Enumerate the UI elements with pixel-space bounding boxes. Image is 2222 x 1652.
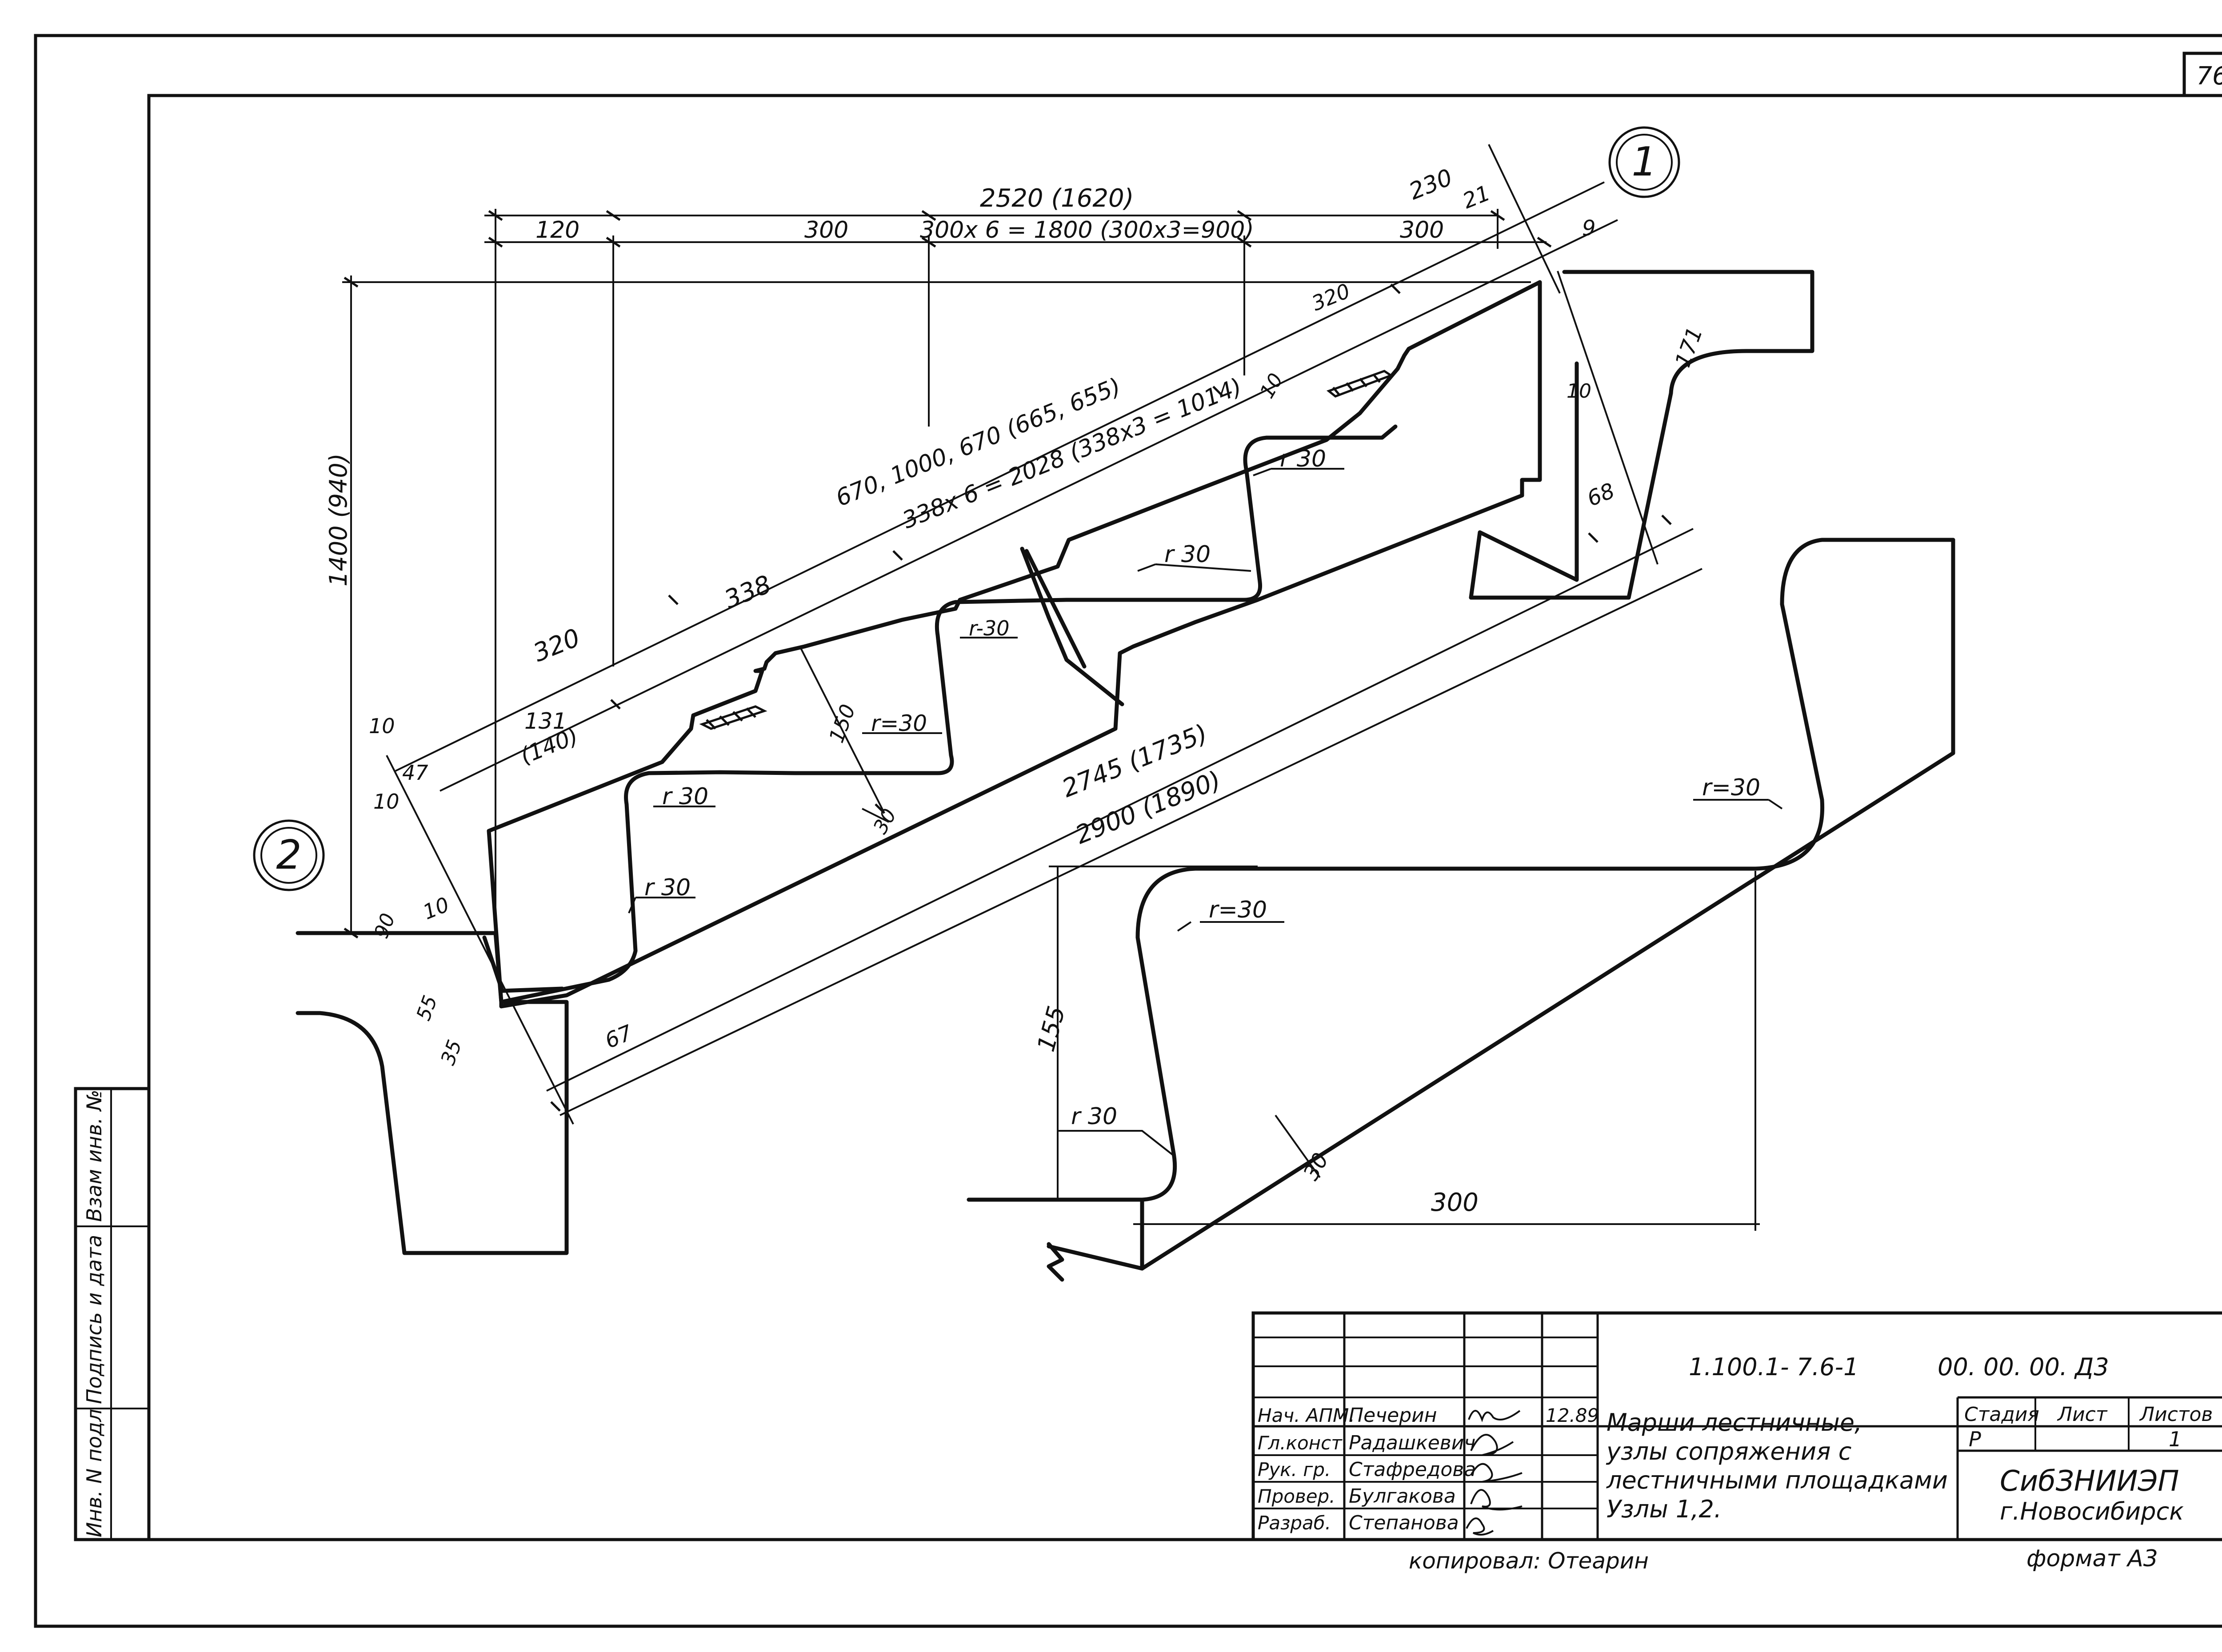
dim-338: 338 — [720, 570, 775, 615]
name-1: Печерин — [1349, 1404, 1437, 1427]
dim-r30-6: r 30 — [1164, 541, 1211, 568]
dim-320-left: 320 — [529, 623, 584, 668]
role-4: Провер. — [1258, 1485, 1335, 1507]
dim-68: 68 — [1584, 478, 1619, 511]
title-line-4: Узлы 1,2. — [1607, 1495, 1722, 1523]
dim-r30-3: r-30 — [969, 616, 1010, 640]
name-4: Булгакова — [1349, 1485, 1456, 1508]
dim-top-120: 120 — [536, 217, 579, 243]
role-3: Рук. гр. — [1258, 1459, 1331, 1480]
side-stamp-sign: Подпись и дата — [82, 1235, 106, 1404]
detail-r30-b: r=30 — [1702, 774, 1760, 801]
detail-outline — [967, 538, 1955, 1271]
name-5: Степанова — [1349, 1512, 1459, 1534]
page-number: 76 — [2196, 62, 2222, 91]
role-1: Нач. АПМ. — [1258, 1405, 1355, 1426]
dimension-lines — [342, 144, 1702, 1125]
stage-value: Р — [1969, 1427, 1981, 1451]
break-line-1 — [1020, 547, 1124, 706]
dim-ticks — [344, 210, 1672, 1112]
dim-131: 131 — [524, 708, 567, 734]
page-number-box: 76 — [2182, 52, 2222, 97]
name-3: Стафредова — [1349, 1458, 1476, 1481]
break-line-2 — [1024, 549, 1087, 669]
title-line-3: лестничными площадками — [1606, 1466, 1948, 1494]
dim-30-a: 30 — [869, 805, 901, 838]
dim-90: 90 — [370, 910, 400, 942]
side-stamp-replace: Взам инв. № — [82, 1089, 106, 1222]
title-block: 1.100.1- 7.6-1 00. 00. 00. Д3 Марши лест… — [1251, 1311, 2222, 1541]
detail-r30-c: r 30 — [1071, 1103, 1117, 1130]
title-line-1: Марши лестничные, — [1607, 1409, 1862, 1437]
org-city: г.Новосибирск — [2000, 1497, 2184, 1525]
node-1-marker: 1 — [1608, 126, 1680, 198]
dim-vert-height: 1400 (940) — [324, 453, 352, 587]
signature-5 — [1466, 1517, 1494, 1536]
sheets-value: 1 — [2169, 1427, 2182, 1451]
detail-view: r=30 r=30 r 30 155 30 300 — [967, 538, 1955, 1282]
hatch-plate-upper — [1326, 370, 1394, 398]
format-label: формат А3 — [2026, 1545, 2158, 1572]
outer-border — [34, 34, 2222, 1628]
hatch-plate-lower — [699, 705, 767, 730]
sheet-header: Лист — [2057, 1403, 2108, 1426]
detail-riser — [967, 538, 1955, 1271]
dim-top-mid: 300х 6 = 1800 (300х3=900) — [920, 217, 1254, 243]
date: 12.89 — [1546, 1405, 1599, 1426]
signature-1 — [1468, 1410, 1521, 1422]
lower-landing — [296, 931, 569, 1255]
org-name: СибЗНИИЭП — [2000, 1465, 2179, 1498]
inner-frame — [147, 94, 2222, 1541]
dim-10-a: 10 — [369, 714, 395, 738]
dim-top-230: 230 — [1405, 164, 1456, 205]
dim-171: 171 — [1670, 324, 1708, 371]
detail-break — [1047, 1242, 1064, 1282]
dim-top-300b: 300 — [1400, 217, 1444, 243]
doc-code: 1.100.1- 7.6-1 — [1689, 1353, 1858, 1381]
dim-10-top: 10 — [1255, 370, 1287, 403]
dim-35: 35 — [436, 1037, 466, 1068]
stair-steps — [499, 424, 1398, 1004]
upper-landing — [1469, 270, 1814, 600]
dim-10-b: 10 — [373, 790, 400, 814]
title-line-2: узлы сопряжения с — [1606, 1437, 1851, 1465]
dim-10-right: 10 — [1567, 380, 1591, 403]
dim-150: 150 — [824, 701, 860, 746]
role-2: Гл.конст. — [1258, 1432, 1348, 1454]
node-1-label: 1 — [1631, 139, 1657, 185]
dim-r30-2: r=30 — [871, 710, 927, 736]
detail-r30-a: r=30 — [1209, 897, 1267, 923]
side-stamp: Инв. N подл Подпись и дата Взам инв. № — [74, 1087, 151, 1541]
name-2: Радашкевич — [1349, 1432, 1475, 1454]
copied-by: копировал: Отеарин — [1409, 1548, 1649, 1574]
stage-header: Стадия — [1964, 1403, 2039, 1426]
node-2-label: 2 — [276, 832, 301, 878]
signature-2 — [1470, 1434, 1514, 1456]
node-2-marker: 2 — [253, 819, 325, 891]
dim-320-right: 320 — [1308, 279, 1354, 315]
dim-10-c: 10 — [420, 892, 453, 924]
dim-top-total: 2520 (1620) — [980, 184, 1134, 213]
detail-leaders — [1058, 799, 1783, 1156]
sheets-header: Листов — [2139, 1403, 2213, 1426]
dim-top-300a: 300 — [804, 217, 848, 243]
dim-55: 55 — [412, 993, 442, 1024]
dimension-texts: 2520 (1620) 120 300 300х 6 = 1800 (300х3… — [324, 164, 1708, 1068]
signature-3 — [1470, 1463, 1523, 1483]
radius-leaders — [628, 468, 1344, 914]
doc-suffix: 00. 00. 00. Д3 — [1938, 1353, 2109, 1381]
signature-4 — [1470, 1489, 1523, 1511]
side-stamp-inv: Инв. N подл — [82, 1409, 106, 1537]
detail-155: 155 — [1032, 1003, 1071, 1054]
detail-300: 300 — [1431, 1188, 1479, 1217]
dim-top-9: 9 — [1582, 216, 1596, 241]
role-5: Разраб. — [1258, 1512, 1331, 1534]
dim-top-21: 21 — [1459, 180, 1494, 214]
dim-47: 47 — [402, 761, 428, 785]
lower-landing-edge — [482, 935, 564, 993]
stair-flight-outline — [487, 280, 1542, 1009]
stair-flight-section — [296, 270, 1814, 1255]
